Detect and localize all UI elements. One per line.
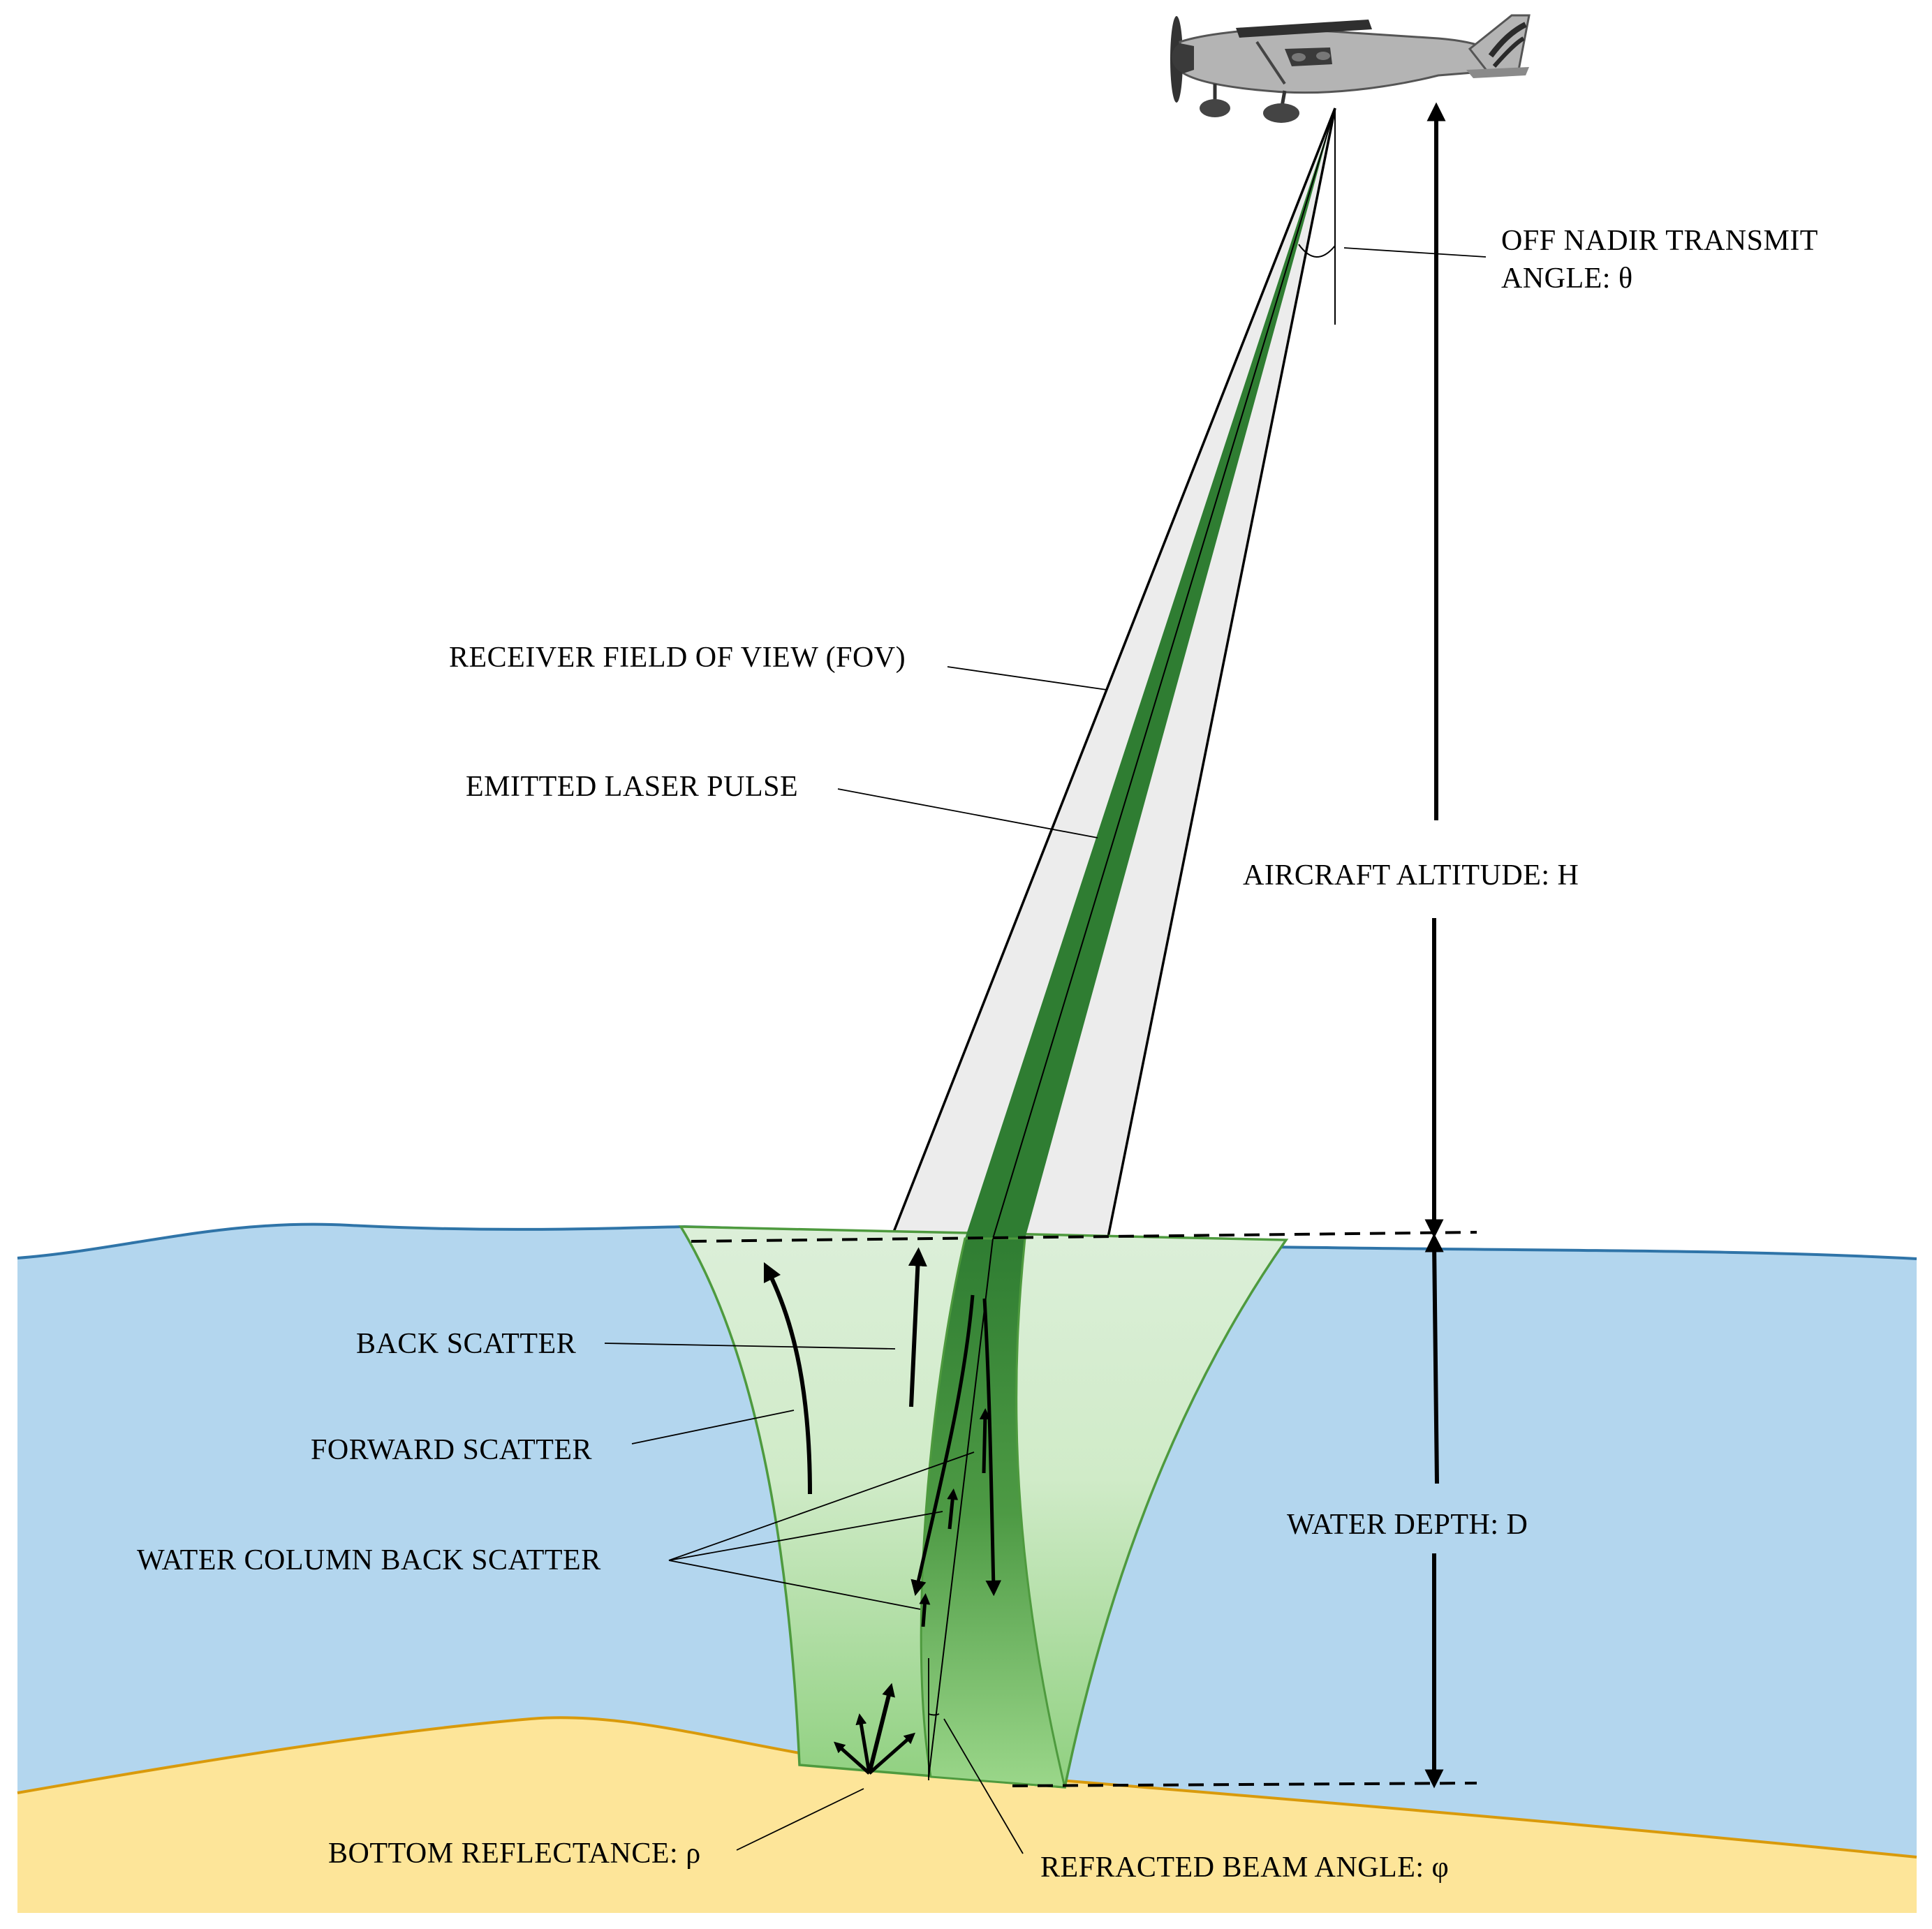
bottom-dashed-line [1012, 1782, 1477, 1787]
refracted-beam-angle-label: REFRACTED BEAM ANGLE: φ [1040, 1852, 1449, 1884]
receiver-fov-label: RECEIVER FIELD OF VIEW (FOV) [449, 642, 906, 674]
receiver-fov-cone [890, 108, 1336, 1239]
water-column-leaders [668, 1451, 975, 1610]
water-column-scatter-arrow-3 [919, 1593, 931, 1627]
bottom-reflectance-arrows [834, 1683, 915, 1775]
downward-beam-arrow-left [910, 1294, 975, 1596]
emitted-laser-leader [837, 788, 1098, 838]
seabed [17, 1717, 1917, 1913]
aircraft-altitude-label: AIRCRAFT ALTITUDE: H [1243, 859, 1579, 892]
beam-center-line [992, 108, 1336, 1239]
emitted-laser-label: EMITTED LASER PULSE [466, 771, 798, 803]
receiver-fov-leader [947, 666, 1107, 690]
emitted-laser-beam [965, 108, 1335, 1239]
back-scatter-arrow [908, 1247, 927, 1407]
off-nadir-angle-arc [1298, 244, 1336, 258]
water-column-back-scatter-label: WATER COLUMN BACK SCATTER [137, 1544, 601, 1576]
downward-beam-arrow-right [982, 1298, 1001, 1597]
forward-scatter-arrow [763, 1262, 812, 1495]
forward-scatter-leader [631, 1410, 795, 1444]
water-column-scatter-arrow-1 [979, 1408, 991, 1474]
aircraft-icon [1170, 14, 1531, 123]
refracted-center-line [928, 1238, 994, 1778]
surface-dashed-line [691, 1231, 1477, 1243]
altitude-arrow [1424, 102, 1446, 1239]
off-nadir-label-line2: ANGLE: θ [1501, 263, 1633, 295]
bottom-reflectance-label: BOTTOM REFLECTANCE: ρ [328, 1838, 701, 1870]
bottom-reflectance-leader [736, 1788, 864, 1851]
water-column-scatter-arrow-2 [947, 1488, 959, 1530]
refracted-angle-arc [928, 1713, 940, 1716]
off-nadir-label-line1: OFF NADIR TRANSMIT [1501, 225, 1818, 257]
off-nadir-leader [1343, 247, 1487, 258]
forward-scatter-label: FORWARD SCATTER [311, 1434, 592, 1466]
back-scatter-leader [604, 1343, 896, 1350]
refracted-beam-leader [943, 1718, 1024, 1854]
back-scatter-label: BACK SCATTER [356, 1328, 576, 1360]
depth-arrow [1424, 1233, 1444, 1789]
seabed-line [17, 1716, 1917, 1858]
water-depth-label: WATER DEPTH: D [1287, 1509, 1528, 1541]
